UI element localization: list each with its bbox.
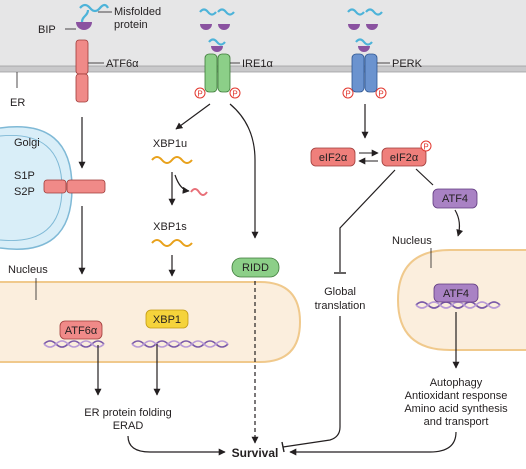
atf6a-label: ATF6α bbox=[106, 58, 139, 70]
svg-text:P: P bbox=[197, 90, 202, 99]
ire1a-label: IRE1α bbox=[242, 58, 273, 70]
eif2a-right-box: eIF2α P bbox=[381, 140, 432, 167]
svg-text:ATF4: ATF4 bbox=[443, 288, 469, 300]
global-translation-1: Global bbox=[324, 286, 356, 298]
er-label: ER bbox=[10, 97, 25, 109]
er-membrane bbox=[0, 66, 526, 72]
perk-phospho-left: P bbox=[342, 87, 354, 99]
perk-receptor bbox=[351, 38, 378, 93]
eif2a-left-box: eIF2α bbox=[310, 147, 356, 167]
outcome-1: Autophagy bbox=[430, 377, 483, 389]
outcome-4: and transport bbox=[424, 416, 489, 428]
s1p-label: S1P bbox=[14, 170, 35, 182]
outcome-3: Amino acid synthesis bbox=[404, 403, 508, 415]
svg-text:eIF2α: eIF2α bbox=[319, 152, 348, 164]
global-translation-2: translation bbox=[315, 300, 366, 312]
perk-phospho-right: P bbox=[375, 87, 387, 99]
atf4-nuclear-box: ATF4 bbox=[433, 283, 479, 303]
nucleus-left-label: Nucleus bbox=[8, 264, 48, 276]
svg-text:ATF4: ATF4 bbox=[442, 193, 468, 205]
svg-text:P: P bbox=[345, 90, 350, 99]
s2p-label: S2P bbox=[14, 186, 35, 198]
survival-label: Survival bbox=[232, 446, 279, 460]
ire1-phospho-right: P bbox=[229, 87, 241, 99]
atf6a-nuclear-box: ATF6α bbox=[59, 320, 103, 340]
svg-text:ATF6α: ATF6α bbox=[65, 325, 98, 337]
outcome-2: Antioxidant response bbox=[405, 390, 508, 402]
svg-text:RIDD: RIDD bbox=[242, 262, 269, 274]
atf4-cyto-box: ATF4 bbox=[432, 188, 478, 209]
ire1-phospho-left: P bbox=[194, 87, 206, 99]
nucleus-right-label: Nucleus bbox=[392, 235, 432, 247]
svg-text:P: P bbox=[378, 90, 383, 99]
dna-left-2 bbox=[131, 340, 229, 348]
dna-left-1 bbox=[43, 340, 105, 348]
bip-label: BIP bbox=[38, 24, 56, 36]
ridd-box: RIDD bbox=[231, 257, 280, 278]
atf6a-receptor bbox=[75, 39, 89, 103]
bip-misfolded-icon-perk bbox=[347, 8, 383, 30]
atf6a-cleaved bbox=[43, 179, 106, 194]
er-folding-2: ERAD bbox=[113, 420, 144, 432]
bip-misfolded-icon-ire1 bbox=[199, 8, 235, 30]
xbp1u-mrna bbox=[151, 156, 193, 164]
spliced-intron bbox=[190, 188, 208, 196]
ire1a-receptor bbox=[204, 38, 231, 93]
perk-label: PERK bbox=[392, 58, 423, 70]
xbp1s-label: XBP1s bbox=[153, 221, 187, 233]
bip-misfolded-icon bbox=[76, 3, 109, 30]
svg-text:eIF2α: eIF2α bbox=[390, 152, 419, 164]
svg-text:P: P bbox=[232, 90, 237, 99]
xbp1-nuclear-box: XBP1 bbox=[145, 309, 189, 329]
er-folding-1: ER protein folding bbox=[84, 407, 171, 419]
misfolded-label-2: protein bbox=[114, 19, 148, 31]
svg-text:P: P bbox=[423, 143, 428, 152]
misfolded-label-1: Misfolded bbox=[114, 6, 161, 18]
xbp1s-mrna bbox=[151, 239, 193, 247]
golgi-label: Golgi bbox=[14, 137, 40, 149]
svg-text:XBP1: XBP1 bbox=[153, 314, 181, 326]
xbp1u-label: XBP1u bbox=[153, 138, 187, 150]
